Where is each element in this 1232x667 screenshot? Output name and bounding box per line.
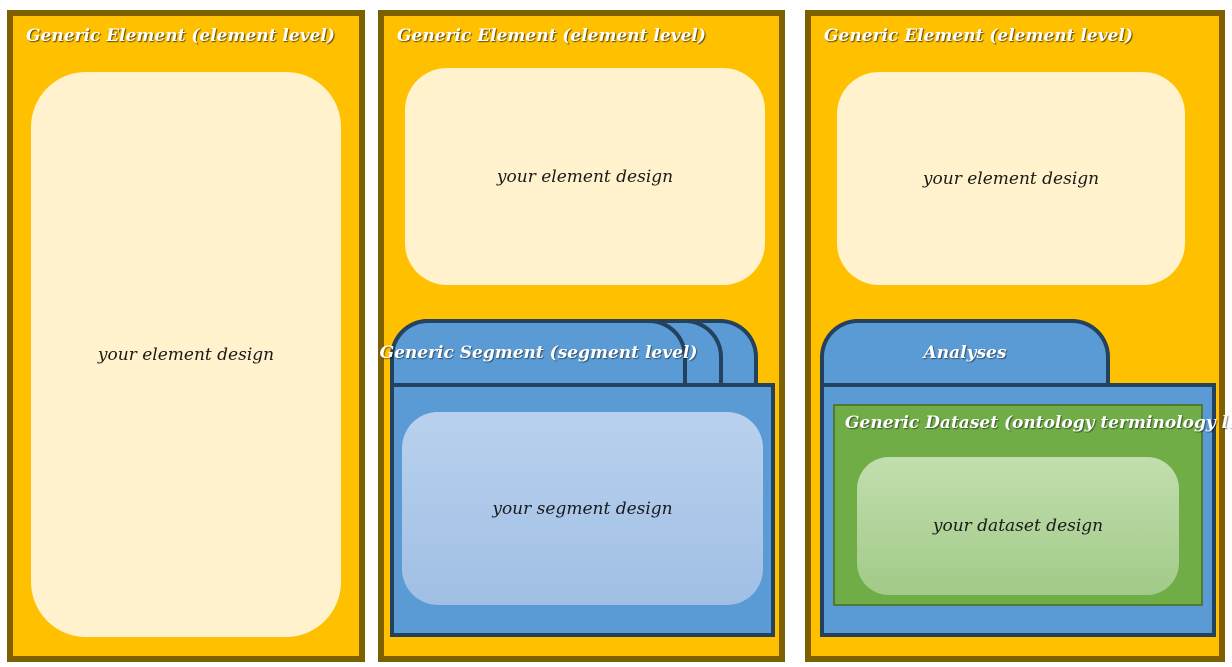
element-level-title-3: Generic Element (element level) <box>824 26 1133 46</box>
dataset-design-area: your dataset design <box>857 457 1179 595</box>
element-design-placeholder-2: your element design <box>496 166 674 187</box>
element-design-area-2: your element design <box>405 68 765 285</box>
segment-body: your segment design <box>390 383 775 637</box>
dataset-card: Generic Dataset (ontology terminology le… <box>833 404 1232 606</box>
segment-tab: Generic Segment (segment level) <box>380 319 697 387</box>
analyses-tab: Analyses <box>820 319 1110 387</box>
analyses-tab-label: Analyses <box>923 343 1007 363</box>
segment-design-area: your segment design <box>402 412 763 605</box>
analyses-body: Generic Dataset (ontology terminology le… <box>820 383 1232 637</box>
generic-element-card-1: Generic Element (element level) your ele… <box>7 10 365 662</box>
element-design-placeholder-1: your element design <box>97 344 275 365</box>
dataset-design-placeholder: your dataset design <box>932 516 1104 536</box>
element-design-area-1: your element design <box>31 72 341 637</box>
element-level-title-1: Generic Element (element level) <box>26 26 335 46</box>
dataset-level-title: Generic Dataset (ontology terminology le… <box>845 413 1232 433</box>
segment-design-placeholder: your segment design <box>492 498 673 519</box>
generic-element-card-2: Generic Element (element level) your ele… <box>378 10 785 662</box>
element-level-title-2: Generic Element (element level) <box>397 26 706 46</box>
generic-element-card-3: Generic Element (element level) your ele… <box>805 10 1232 662</box>
segment-tab-label: Generic Segment (segment level) <box>379 343 698 363</box>
element-design-placeholder-3: your element design <box>922 168 1100 189</box>
element-design-area-3: your element design <box>837 72 1185 285</box>
